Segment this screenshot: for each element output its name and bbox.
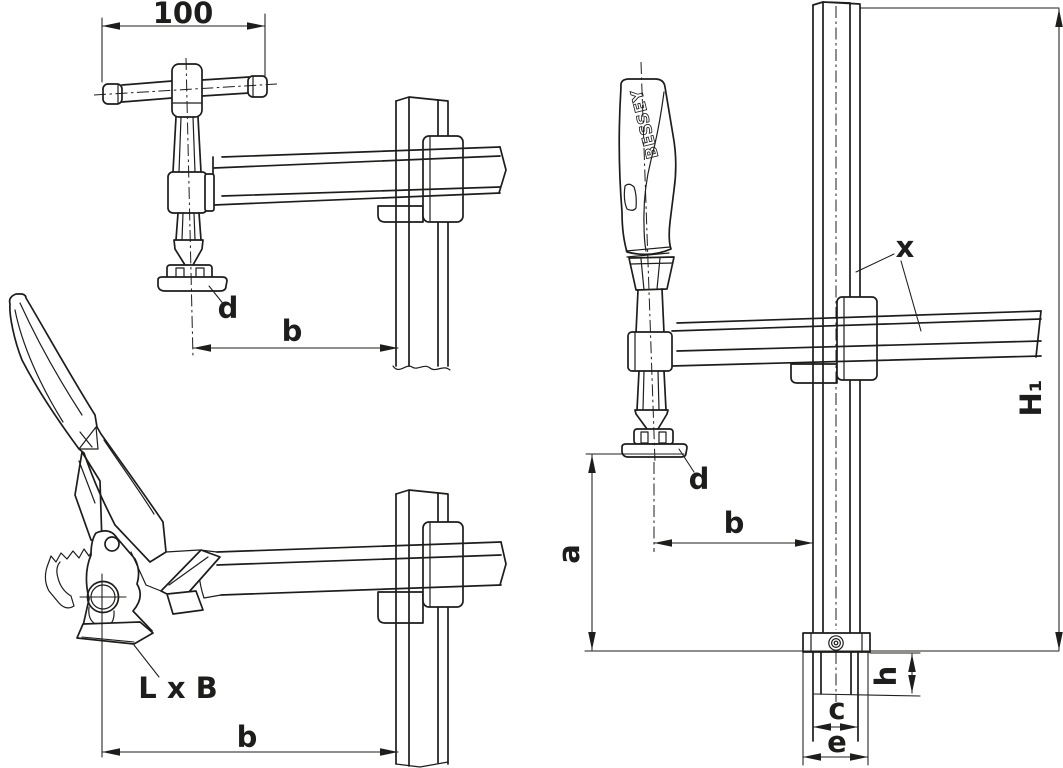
dimension-reach-b: b [653,462,814,552]
lever-handle [8,293,167,563]
screw-spindle: BESSEY [618,61,688,463]
label-width-c: c [828,692,845,726]
label-insertion-h: h [869,666,903,687]
end-stop-collar [802,632,871,653]
collar-screw [828,635,844,651]
t-handle-clamp-drawing: 100 d b [93,0,507,371]
profile-callout-x: x [855,230,922,332]
dim-label-100: 100 [153,0,214,30]
spindle-centerline [185,57,194,359]
dimension-insertion-h: h [869,652,921,694]
handle-pin-hole [104,536,120,552]
dimension-total-height-h1: H₁ [1014,8,1063,651]
rail [392,96,451,371]
dimension-reach-b: b [101,573,399,758]
clamp-arm [671,310,1042,367]
arm-wedge [160,549,221,615]
t-handle-right-cap [247,75,268,98]
label-reach-b: b [724,506,745,540]
arm-hook-bracket [790,363,838,384]
plate-size-callout: L x B [133,644,218,705]
label-plate-size-lxb: L x B [138,671,217,705]
sliding-block [836,296,878,381]
clamp-arm [198,541,507,599]
dimension-outer-width-e: e [802,725,869,761]
swivel-bracket [627,331,673,372]
ratchet-teeth [44,545,96,609]
pivot-head [77,530,200,644]
collet [628,256,675,291]
label-total-height-h1: H₁ [1014,380,1048,417]
swivel-bracket [167,171,208,214]
pressure-pad [157,276,228,292]
dimension-100: 100 [101,0,266,83]
spindle-centerline [640,61,656,463]
rail [395,489,449,768]
label-clearance-a: a [552,544,586,564]
label-pad-diameter-d: d [218,291,239,325]
label-reach-b: b [237,720,258,754]
label-reach-b: b [282,314,303,348]
foot-plate [76,621,154,645]
dimension-reach-b: b [192,314,399,352]
dimension-clearance-a: a [552,453,685,651]
sliding-block [422,521,464,608]
thumb-notch [78,426,99,450]
label-width-e: e [827,725,847,759]
lever-clamp-drawing: L x B b [8,293,507,768]
t-handle-spindle [93,57,278,359]
handle-centerline [93,83,278,96]
arm-hook-bracket [377,205,424,223]
dimension-inner-width-c: c [812,692,859,731]
label-profile-x: x [896,230,915,264]
label-pad-diameter-d: d [689,462,710,496]
arm-hook-bracket [377,591,424,624]
screw-clamp-drawing: BESSEY [552,1,1063,766]
rail-bottom-section [802,651,921,766]
pad-diameter-callout: d [208,285,239,325]
pad-diameter-callout: d [678,448,710,496]
